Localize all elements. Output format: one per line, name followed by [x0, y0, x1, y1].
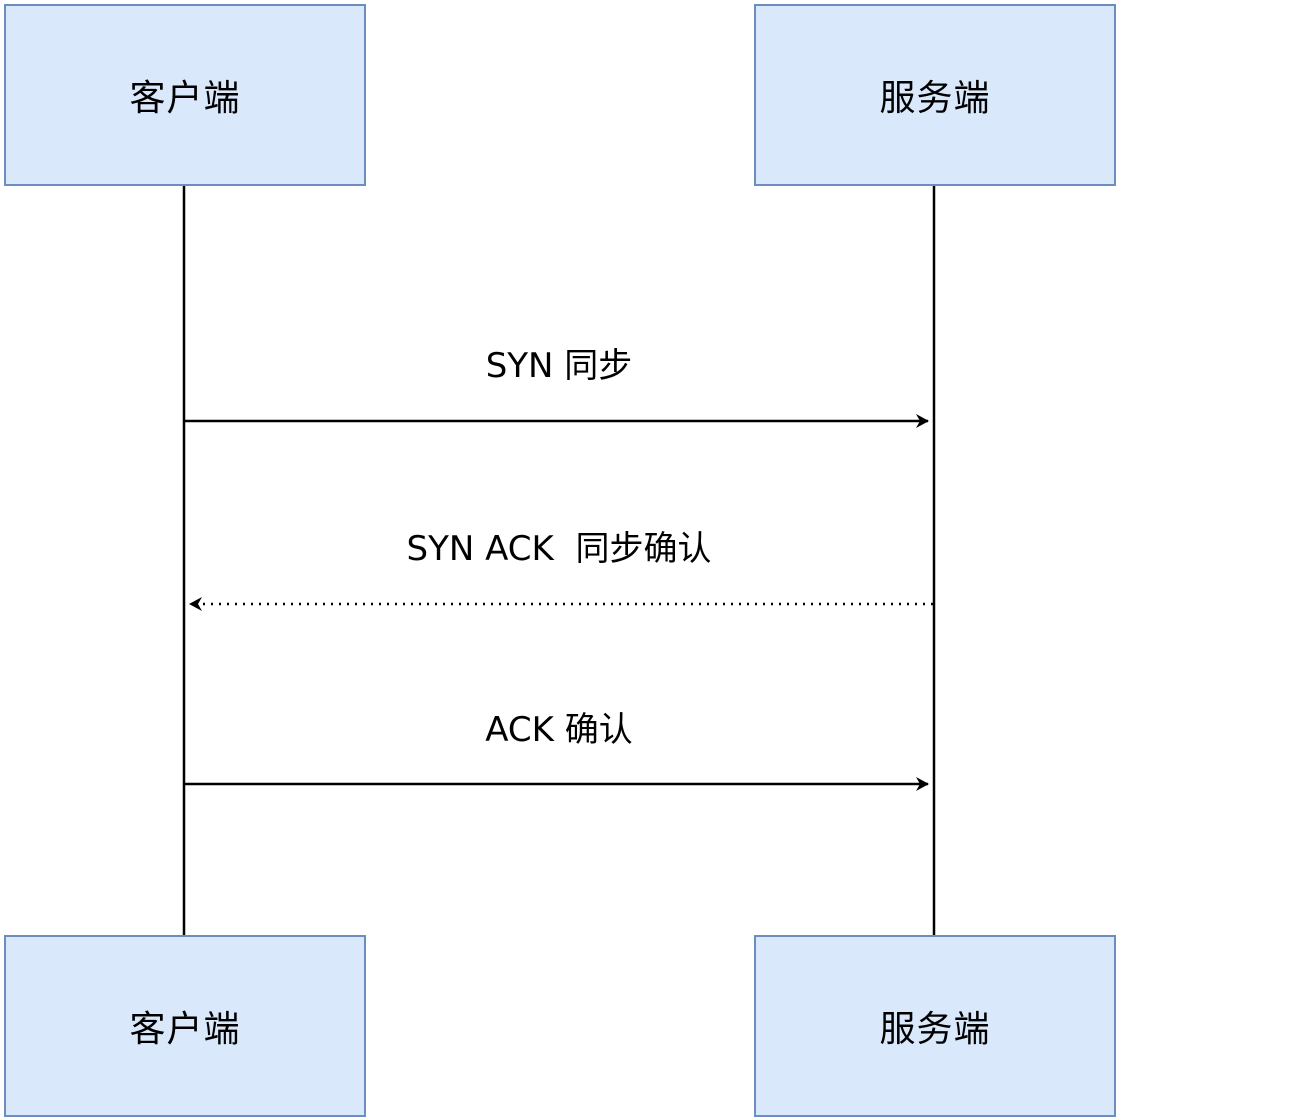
server-label: 服务端: [879, 1009, 991, 1050]
server-actor-top: 服务端: [754, 4, 1116, 186]
client-label: 客户端: [129, 78, 241, 119]
client-actor-bottom: 客户端: [4, 935, 366, 1117]
synack-message-label: SYN ACK 同步确认: [406, 529, 712, 569]
client-actor-top: 客户端: [4, 4, 366, 186]
server-label: 服务端: [879, 78, 991, 119]
ack-message-label: ACK 确认: [485, 710, 633, 750]
syn-message-label: SYN 同步: [485, 346, 633, 386]
client-label: 客户端: [129, 1009, 241, 1050]
server-actor-bottom: 服务端: [754, 935, 1116, 1117]
